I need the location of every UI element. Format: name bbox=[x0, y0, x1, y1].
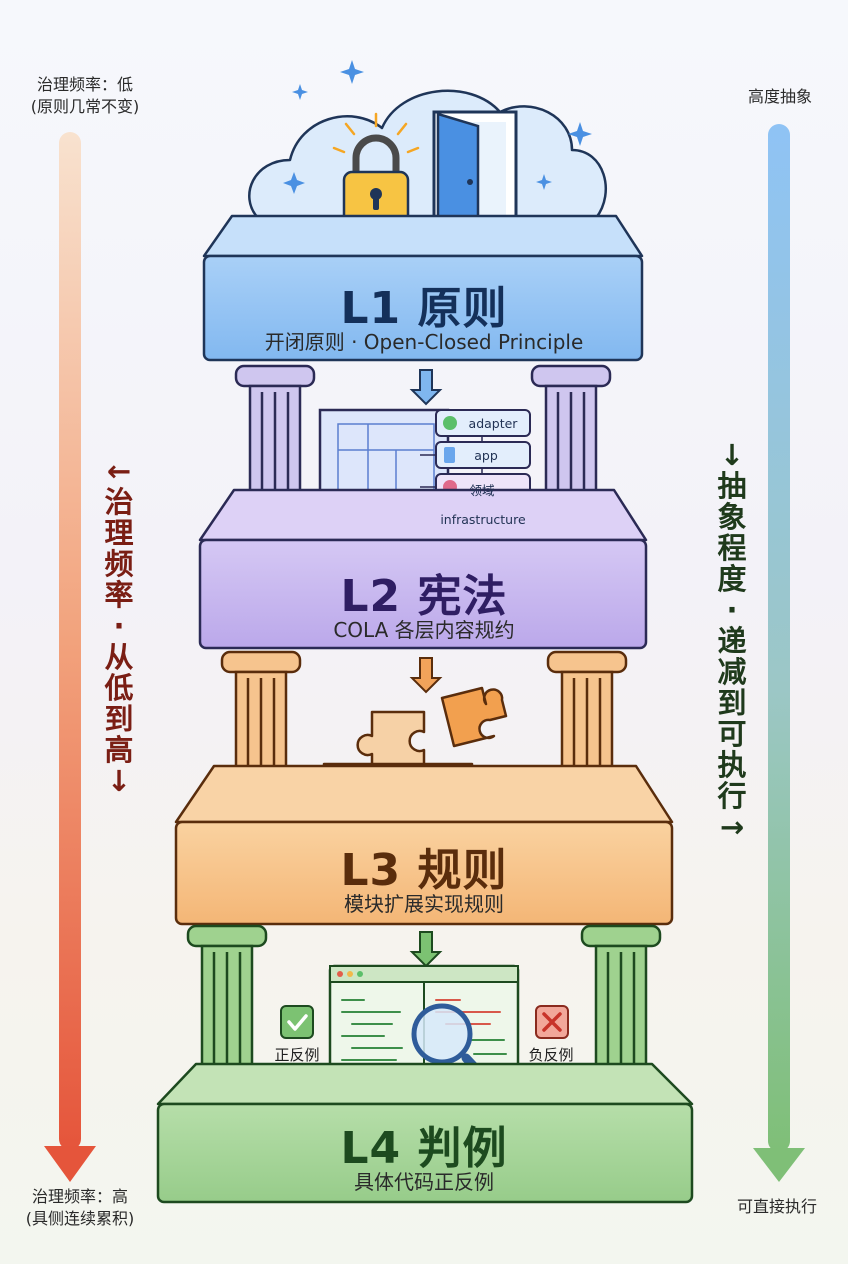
left-axis-top-title: 治理频率：低 bbox=[36, 75, 133, 94]
left-axis-top-note: (原则几常不变) bbox=[30, 97, 140, 116]
left-frequency-axis bbox=[44, 132, 96, 1182]
tier-l3-subtitle: 模块扩展实现规则 bbox=[344, 892, 504, 916]
right-axis-bottom-label: 可直接执行 bbox=[736, 1197, 817, 1216]
left-axis-vertical-text: ← 治 理 频 率 · 从 低 到 高 ↓ bbox=[104, 454, 134, 798]
tier-l3-title: L3 规则 bbox=[340, 845, 508, 896]
negative-case-label: 负反例 bbox=[528, 1046, 574, 1064]
sparkle-icon bbox=[283, 60, 592, 194]
tier-l2-slab bbox=[198, 488, 648, 650]
right-axis-top-label: 高度抽象 bbox=[747, 87, 812, 106]
left-axis-top-label: 治理频率：低 (原则几常不变) bbox=[20, 74, 150, 118]
tier-l4-title: L4 判例 bbox=[340, 1123, 508, 1174]
arrow-down-icon bbox=[409, 657, 443, 694]
module-adapter-label: adapter bbox=[468, 416, 518, 431]
right-abstraction-axis bbox=[753, 124, 805, 1182]
tier-l1-title: L1 原则 bbox=[340, 283, 508, 334]
tier-l1-subtitle: 开闭原则 · Open-Closed Principle bbox=[264, 330, 584, 354]
cloud-icon bbox=[248, 89, 607, 220]
positive-case-label: 正反例 bbox=[274, 1046, 320, 1064]
arrow-down-icon bbox=[409, 369, 443, 406]
tier-l3-slab bbox=[174, 764, 674, 926]
tier-l1-slab bbox=[202, 214, 644, 362]
tier-l4-subtitle: 具体代码正反例 bbox=[354, 1170, 494, 1194]
arrow-down-icon bbox=[409, 931, 443, 968]
module-app-label: app bbox=[474, 448, 498, 463]
module-domain-label: 领域 bbox=[469, 483, 495, 498]
phone-icon bbox=[444, 447, 455, 463]
right-axis-vertical-text: ↓ 抽 象 程 度 · 递 减 到 可 执 行 → bbox=[717, 438, 747, 844]
left-axis-bottom-title: 治理频率：高 bbox=[31, 1187, 128, 1206]
module-infrastructure-label: infrastructure bbox=[440, 512, 526, 527]
tier-l2-subtitle: COLA 各层内容规约 bbox=[333, 618, 515, 642]
left-axis-bottom-note: (具侧连续累积) bbox=[25, 1209, 135, 1228]
cross-icon bbox=[535, 1005, 569, 1039]
left-axis-bottom-label: 治理频率：高 (具侧连续累积) bbox=[10, 1186, 150, 1230]
plug-icon bbox=[443, 416, 457, 430]
tier-l2-title: L2 宪法 bbox=[340, 571, 508, 622]
check-icon bbox=[280, 1005, 314, 1039]
tier-l4-slab bbox=[156, 1062, 694, 1204]
